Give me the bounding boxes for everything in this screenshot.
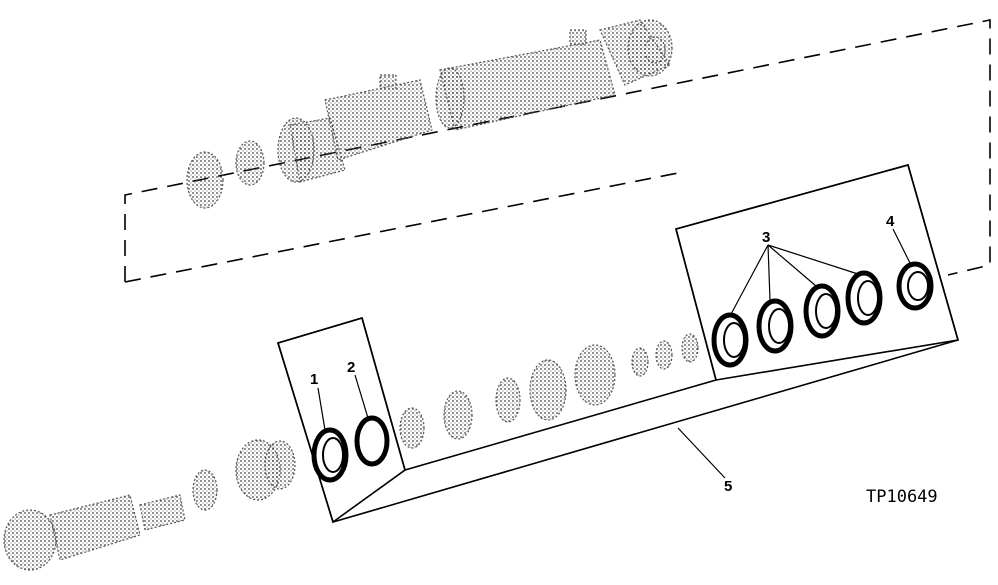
figure-reference: TP10649 bbox=[866, 487, 938, 507]
assembled-cylinder bbox=[186, 19, 673, 209]
seal-parts-3 bbox=[711, 270, 883, 368]
assembly-dashed-bottom bbox=[124, 172, 679, 283]
right-seal-box bbox=[675, 164, 960, 381]
leader-lines bbox=[317, 228, 911, 479]
ghost-internal-parts bbox=[399, 333, 699, 449]
callout-4: 4 bbox=[886, 213, 895, 230]
callout-5: 5 bbox=[724, 478, 732, 495]
seal-part-1 bbox=[311, 427, 349, 483]
seal-kit-outline bbox=[276, 164, 959, 523]
ghost-rod-end bbox=[3, 439, 296, 571]
callout-1: 1 bbox=[310, 371, 318, 388]
wiper-part-4 bbox=[896, 261, 934, 311]
assembly-dashed-outline bbox=[124, 19, 991, 282]
callout-2: 2 bbox=[347, 359, 355, 376]
oring-part-2 bbox=[354, 415, 390, 467]
callout-3: 3 bbox=[762, 229, 770, 246]
left-seal-box bbox=[276, 317, 406, 524]
